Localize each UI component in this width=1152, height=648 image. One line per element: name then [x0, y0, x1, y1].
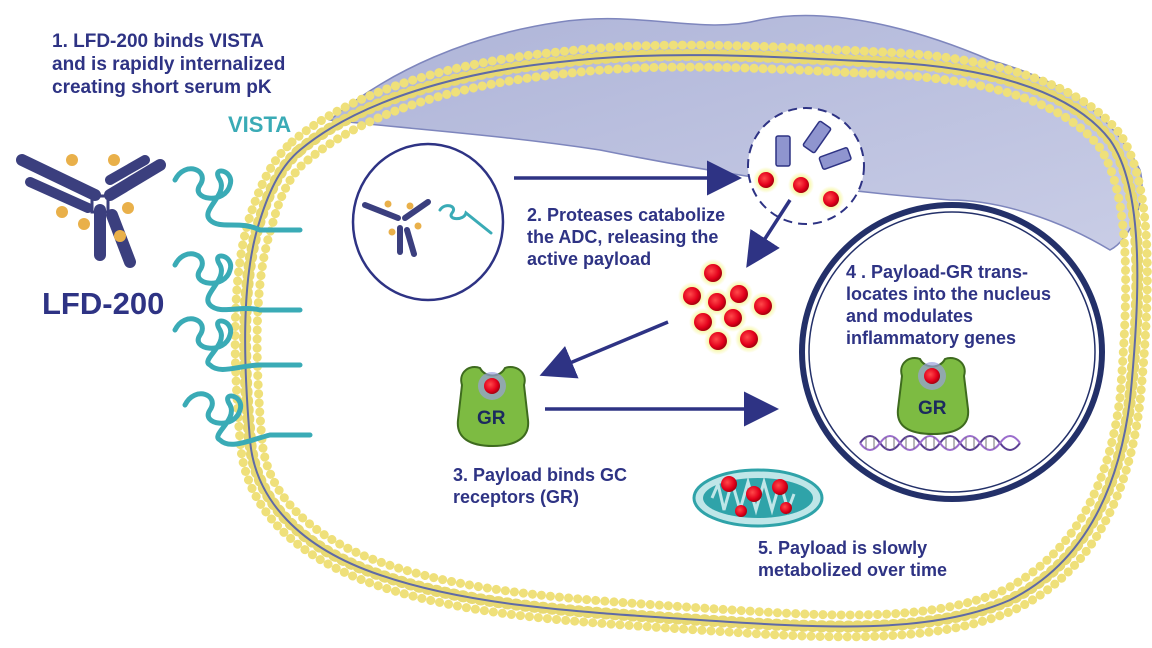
- step1-label: 1. LFD-200 binds VISTA and is rapidly in…: [52, 31, 286, 99]
- gr-nucleus-label: GR: [918, 398, 947, 419]
- lfd200-antibody-icon: [16, 154, 166, 268]
- arrow-payload-to-gr: [539, 320, 669, 379]
- vista-label: VISTA: [228, 112, 292, 137]
- step2-label: 2. Proteases catabolize the ADC, releasi…: [527, 205, 726, 269]
- nucleus-ring: [799, 202, 1105, 502]
- arrow-lysosome-to-payload: [746, 199, 792, 268]
- gr-nucleus-receptor-icon: [896, 357, 970, 436]
- step5-label: 5. Payload is slowly metabolized over ti…: [758, 538, 948, 580]
- cell-membrane-inner-line: [244, 54, 1139, 628]
- internalized-adc-icon: [362, 199, 493, 257]
- gr-receptor-icon: [456, 366, 530, 448]
- nucleus-ring-inner: [808, 211, 1096, 493]
- dna-helix-icon: [859, 435, 1021, 451]
- cell-membrane-inner-beads: [252, 62, 1131, 620]
- endosome-circle: [351, 142, 505, 302]
- step3-label: 3. Payload binds GC receptors (GR): [453, 465, 628, 507]
- degraded-antibody-fragments-icon: [775, 120, 852, 170]
- released-payload-cluster-icon: [678, 259, 777, 355]
- gr-cytoplasm-label: GR: [477, 408, 506, 429]
- mitochondrion-icon: [692, 468, 824, 528]
- lysosome-circle: [747, 107, 865, 225]
- lfd200-label: LFD-200: [42, 286, 165, 321]
- vista-receptors-icon: [172, 166, 313, 447]
- lysosome-payload-icon: [753, 167, 844, 212]
- pathway-arrows: [514, 160, 792, 427]
- step4-label: 4 . Payload-GR trans- locates into the n…: [846, 262, 1052, 348]
